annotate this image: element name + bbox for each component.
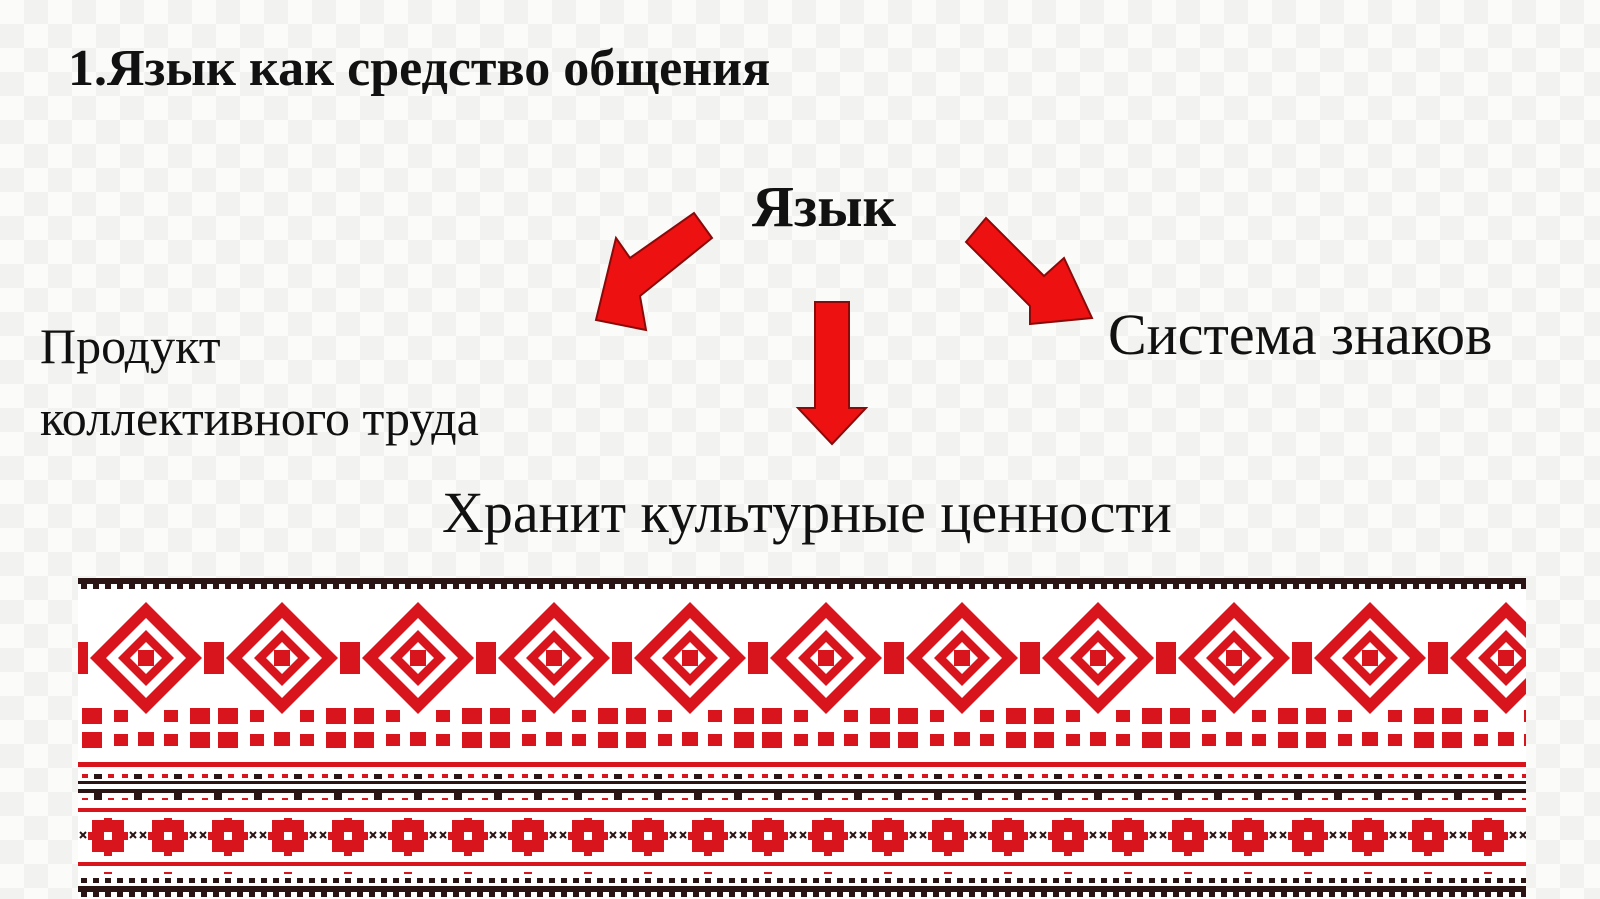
- left-label-line1: Продукт: [40, 318, 221, 374]
- center-word: Язык: [752, 174, 896, 239]
- embroidery-ornament: [78, 578, 1526, 899]
- arrow-down-left-icon: [594, 211, 714, 332]
- slide-title: 1.Язык как средство общения: [68, 40, 771, 97]
- arrow-down-icon: [795, 301, 869, 446]
- left-label-line2: коллективного труда: [40, 390, 479, 446]
- arrow-down-right-icon: [964, 216, 1094, 326]
- right-label: Система знаков: [1108, 302, 1493, 367]
- left-label: Продукт коллективного труда: [40, 310, 479, 454]
- bottom-label: Хранит культурные ценности: [442, 480, 1172, 545]
